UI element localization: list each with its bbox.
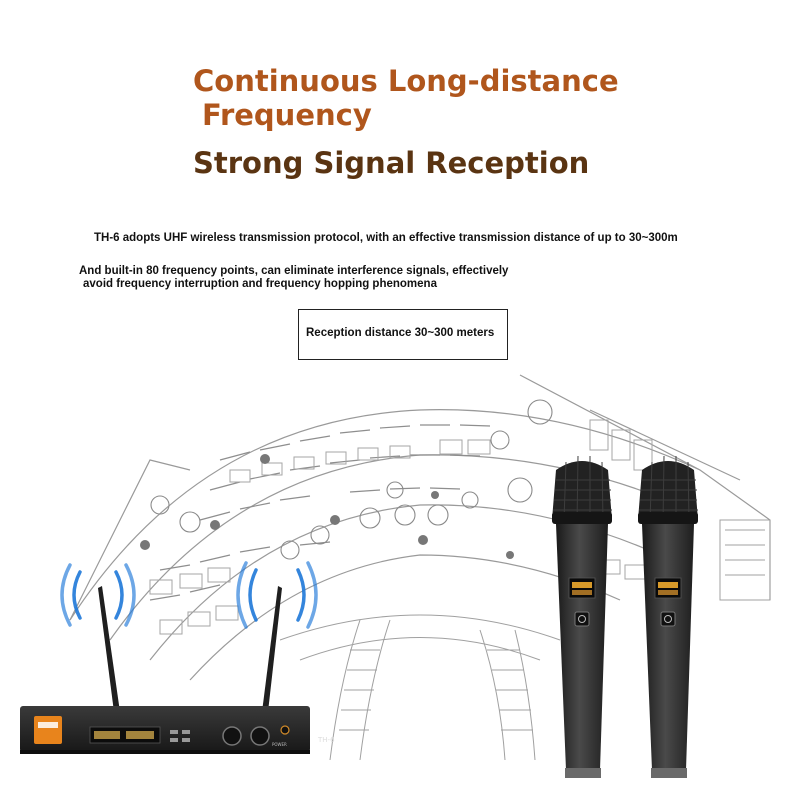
receiver-unit [20, 706, 310, 754]
range-callout-box [298, 309, 508, 360]
headline-line2: Frequency [202, 98, 372, 132]
microphone-left [552, 455, 612, 778]
headline: Continuous Long-distance Frequency [193, 64, 663, 132]
description-block: And built-in 80 frequency points, can el… [79, 265, 508, 291]
subheadline: Strong Signal Reception [193, 146, 590, 180]
receiver-model-label: TH-6 [317, 736, 335, 744]
description-line2b: avoid frequency interruption and frequen… [83, 278, 437, 290]
floor-plan [69, 374, 771, 761]
brand-logo [34, 716, 62, 744]
range-callout-label: Reception distance 30~300 meters [306, 327, 495, 339]
description-line1: TH-6 adopts UHF wireless transmission pr… [94, 232, 678, 244]
receiver-power-label: POWER [272, 742, 287, 747]
power-button-icon [280, 725, 290, 735]
receiver-antennas [98, 586, 282, 712]
microphone-right [638, 455, 698, 778]
headline-line1: Continuous Long-distance [193, 64, 619, 98]
description-line2a: And built-in 80 frequency points, can el… [79, 265, 509, 277]
signal-wave-icon [60, 561, 318, 629]
